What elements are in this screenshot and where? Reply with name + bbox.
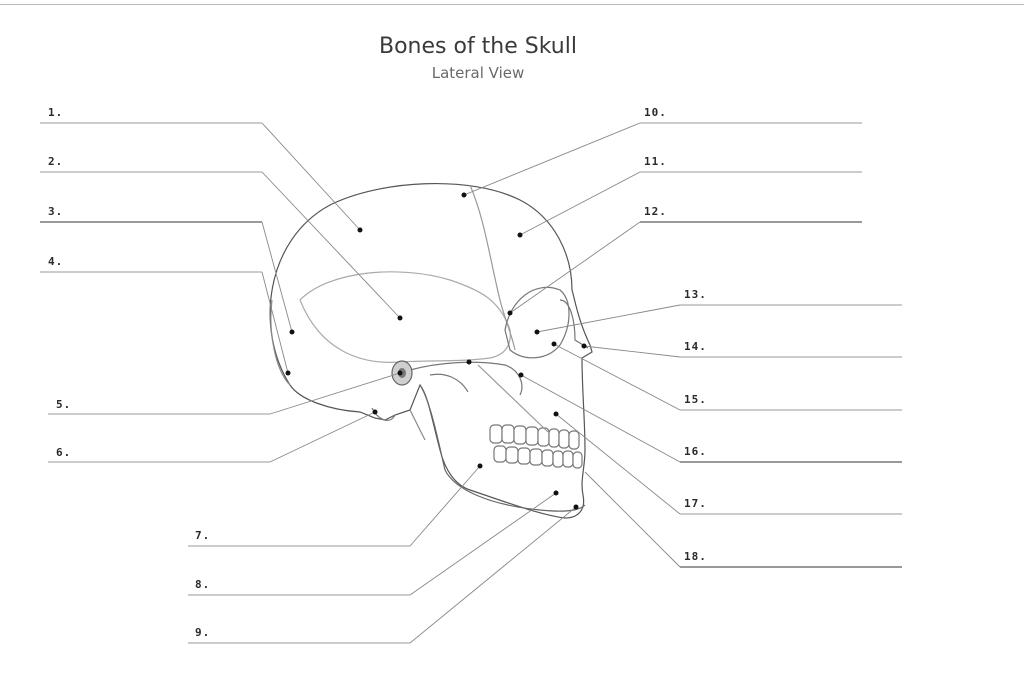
label-2: 2. — [48, 155, 64, 168]
mandible-ramus — [429, 373, 469, 393]
label-6: 6. — [56, 446, 72, 459]
styloid-process — [409, 409, 426, 441]
leader-1 — [261, 122, 361, 231]
dot-8 — [553, 490, 559, 496]
dot-16 — [518, 372, 524, 378]
pointer-dots — [285, 192, 587, 510]
label-14: 14. — [684, 340, 707, 353]
label-9: 9. — [195, 626, 211, 639]
temporal-region — [299, 271, 511, 363]
label-13: 13. — [684, 288, 707, 301]
label-8: 8. — [195, 578, 211, 591]
maxilla-line — [477, 364, 549, 433]
dot-2 — [397, 315, 403, 321]
dot-11 — [517, 232, 523, 238]
leader-lines — [261, 122, 681, 644]
mandible — [419, 384, 586, 512]
dot-5 — [397, 370, 403, 376]
label-10: 10. — [644, 106, 667, 119]
leader-6 — [269, 411, 376, 463]
leader-14 — [583, 345, 681, 358]
leader-2 — [261, 171, 401, 319]
leader-3 — [261, 221, 293, 333]
answer-lines-right — [640, 122, 902, 568]
dot-17 — [553, 411, 559, 417]
leader-4 — [261, 271, 289, 374]
label-5: 5. — [56, 398, 72, 411]
label-3: 3. — [48, 205, 64, 218]
coronal-suture — [469, 184, 516, 351]
leader-9 — [409, 506, 577, 644]
answer-lines-left — [40, 122, 410, 644]
teeth-upper — [489, 424, 580, 450]
nasal-region — [559, 299, 589, 349]
dot-14 — [581, 343, 587, 349]
leader-5 — [269, 372, 401, 415]
dot-4 — [285, 370, 291, 376]
label-7: 7. — [195, 529, 211, 542]
label-1: 1. — [48, 106, 64, 119]
dot-3 — [289, 329, 295, 335]
label-11: 11. — [644, 155, 667, 168]
dot-1 — [357, 227, 363, 233]
dot-9 — [573, 504, 579, 510]
leader-17 — [555, 413, 681, 515]
leader-8 — [409, 492, 557, 596]
dot-extra-zygomatic — [466, 359, 472, 365]
occipital-edge — [270, 299, 291, 386]
label-12: 12. — [644, 205, 667, 218]
dot-15 — [551, 341, 557, 347]
orbit — [504, 286, 570, 359]
zygomatic-arch — [409, 361, 523, 396]
dot-7 — [477, 463, 483, 469]
leader-10 — [463, 122, 641, 196]
diagram-subtitle: Lateral View — [431, 64, 525, 82]
teeth-lower — [493, 445, 583, 469]
leader-11 — [519, 171, 641, 236]
cranium-outline — [269, 182, 593, 519]
label-16: 16. — [684, 445, 707, 458]
leader-18 — [584, 471, 681, 568]
leader-16 — [520, 374, 681, 463]
top-border — [0, 4, 1024, 5]
dot-12 — [507, 310, 513, 316]
label-17: 17. — [684, 497, 707, 510]
skull-illustration — [269, 182, 593, 519]
dot-6 — [372, 409, 378, 415]
leader-12 — [509, 221, 641, 314]
leader-15 — [553, 343, 681, 411]
label-15: 15. — [684, 393, 707, 406]
label-4: 4. — [48, 255, 64, 268]
dot-13 — [534, 329, 540, 335]
label-18: 18. — [684, 550, 707, 563]
leader-13 — [536, 304, 681, 333]
leader-7 — [409, 465, 481, 547]
dot-10 — [461, 192, 467, 198]
diagram-title: Bones of the Skull — [379, 34, 577, 59]
